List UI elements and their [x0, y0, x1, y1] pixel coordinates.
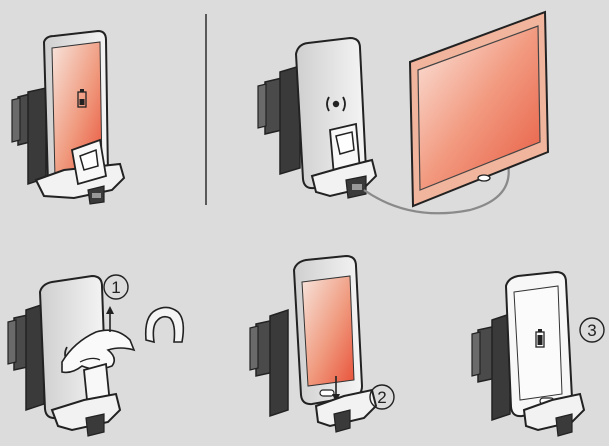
svg-text:3: 3	[587, 321, 596, 340]
removed-cover-clip	[146, 307, 184, 342]
panel-dock-with-phone	[12, 31, 124, 204]
panel-step-1	[8, 276, 183, 436]
arrow-up-icon	[106, 306, 114, 332]
monitor-screen	[418, 26, 540, 190]
svg-text:1: 1	[111, 278, 120, 297]
panel-dock-with-monitor	[258, 12, 548, 213]
phone-screen	[302, 276, 354, 386]
step-1-badge: 1	[104, 275, 128, 299]
panel-step-3	[472, 272, 584, 436]
svg-text:2: 2	[377, 388, 386, 407]
step-3-badge: 3	[580, 318, 604, 342]
panel-step-2	[250, 256, 376, 432]
